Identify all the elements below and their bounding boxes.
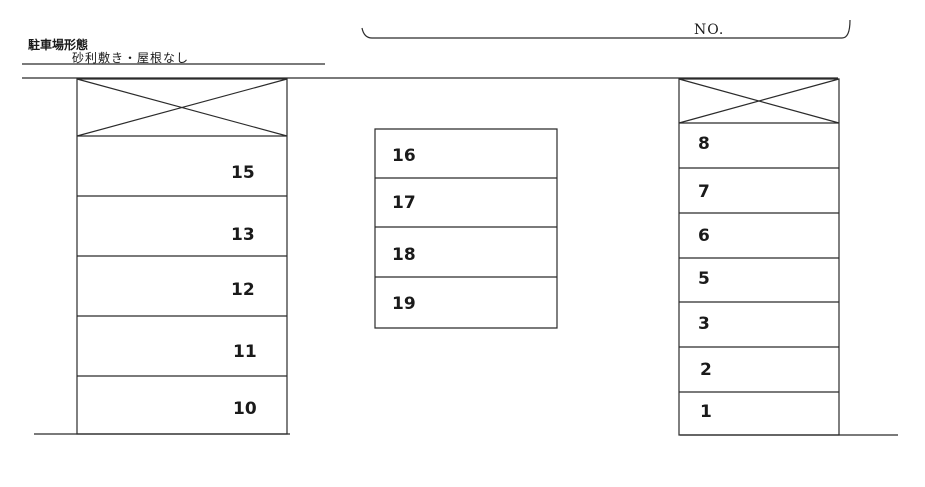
no-field-bracket [362, 20, 850, 38]
parking-slot-number: 1 [700, 402, 712, 422]
right-no-parking-cross-b [679, 79, 839, 123]
number-field-label: NO. [694, 22, 725, 38]
parking-slot-number: 15 [231, 163, 255, 183]
parking-slot-number: 18 [392, 245, 416, 265]
parking-slot-number: 19 [392, 294, 416, 314]
parking-slot-number: 3 [698, 314, 710, 334]
parking-slot-number: 17 [392, 193, 416, 213]
parking-slot-number: 16 [392, 146, 416, 166]
parking-slot-number: 13 [231, 225, 255, 245]
parking-type-label: 駐車場形態 [28, 38, 89, 52]
left-no-parking-cross-b [77, 79, 287, 136]
parking-slot-number: 5 [698, 269, 710, 289]
parking-slot-number: 8 [698, 134, 710, 154]
center-column-outline [375, 129, 557, 328]
parking-slot-number: 6 [698, 226, 710, 246]
parking-slot-number: 10 [233, 399, 257, 419]
parking-slot-number: 7 [698, 182, 710, 202]
parking-slot-number: 12 [231, 280, 255, 300]
right-column-outline [679, 79, 839, 435]
parking-type-value: 砂利敷き・屋根なし [72, 51, 190, 65]
parking-slot-number: 11 [233, 342, 257, 362]
parking-slot-number: 2 [700, 360, 712, 380]
